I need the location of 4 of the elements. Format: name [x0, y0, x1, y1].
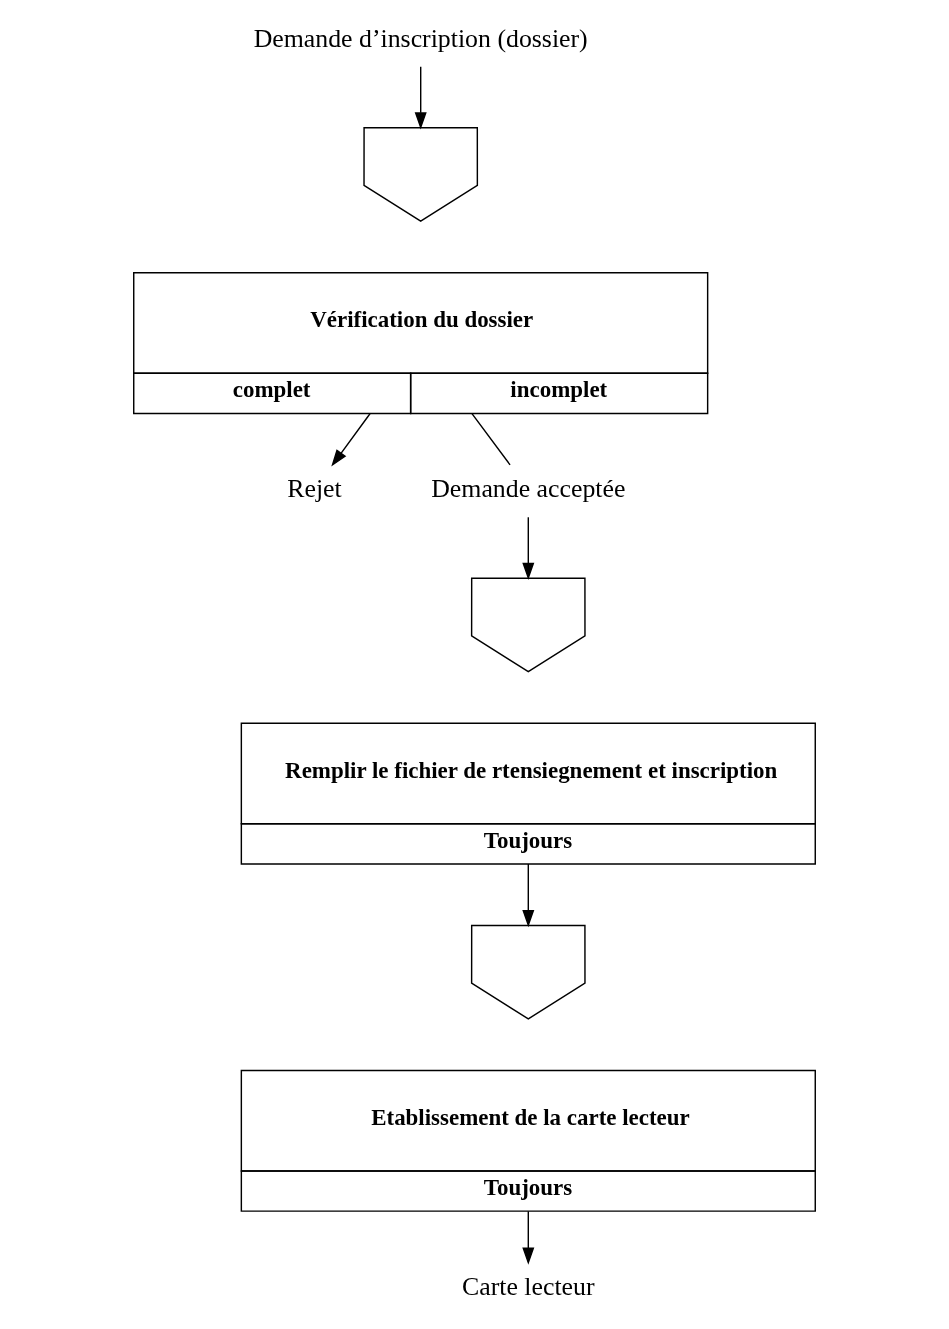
node-text: Carte lecteur [462, 1271, 595, 1301]
node-text: Demande acceptée [431, 474, 626, 504]
node-text: Demande d’inscription (dossier) [253, 23, 588, 53]
node-text: Rejet [287, 474, 342, 504]
